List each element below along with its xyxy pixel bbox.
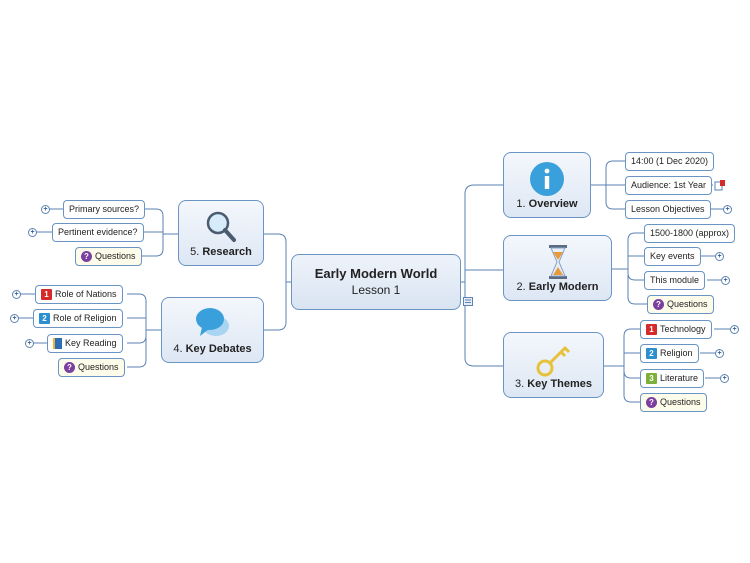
question-icon: ? [646, 397, 657, 408]
overview-item-audience-label: Audience: 1st Year [631, 180, 707, 190]
topic-early-modern-number: 2. [516, 281, 526, 293]
key-themes-item-religion-label: Religion [660, 348, 693, 358]
key-themes-item-questions-label: Questions [660, 397, 701, 407]
early-modern-item-dates-label: 1500-1800 (approx) [650, 228, 730, 238]
key-debates-item-nations-label: Role of Nations [55, 289, 117, 299]
key-debates-item-questions[interactable]: ? Questions [58, 358, 125, 377]
expand-toggle-technology[interactable] [730, 325, 739, 334]
early-modern-item-events-label: Key events [650, 251, 695, 261]
topic-overview-number: 1. [516, 198, 526, 210]
research-item-evidence[interactable]: Pertinent evidence? [52, 223, 144, 242]
priority-2-icon: 2 [39, 313, 50, 324]
research-item-primary-label: Primary sources? [69, 204, 140, 214]
central-topic-subtitle: Lesson 1 [351, 283, 401, 297]
speech-bubble-icon [195, 308, 229, 336]
research-item-questions-label: Questions [95, 251, 136, 261]
research-item-questions[interactable]: ? Questions [75, 247, 142, 266]
book-icon [53, 338, 62, 349]
question-icon: ? [653, 299, 664, 310]
expand-toggle-evidence[interactable] [28, 228, 37, 237]
topic-research[interactable]: 5. Research [178, 200, 264, 266]
early-modern-item-dates[interactable]: 1500-1800 (approx) [644, 224, 736, 243]
key-themes-item-technology-label: Technology [660, 324, 706, 334]
central-topic[interactable]: Early Modern World Lesson 1 [291, 254, 461, 310]
expand-toggle-reading[interactable] [25, 339, 34, 348]
expand-toggle-religion[interactable] [715, 349, 724, 358]
early-modern-item-module-label: This module [650, 275, 700, 285]
key-debates-item-religion-label: Role of Religion [53, 313, 117, 323]
overview-item-objectives-label: Lesson Objectives [631, 204, 705, 214]
topic-overview-label: Overview [528, 198, 578, 210]
topic-key-debates-label: Key Debates [185, 343, 252, 355]
priority-2-icon: 2 [646, 348, 657, 359]
topic-early-modern-label: Early Modern [528, 281, 599, 293]
info-icon [530, 162, 564, 196]
early-modern-item-questions-label: Questions [667, 299, 708, 309]
priority-1-icon: 1 [41, 289, 52, 300]
priority-3-icon: 3 [646, 373, 657, 384]
key-debates-item-nations[interactable]: 1 Role of Nations [35, 285, 123, 304]
question-icon: ? [81, 251, 92, 262]
hourglass-icon [548, 245, 567, 279]
key-themes-item-literature[interactable]: 3 Literature [640, 369, 705, 388]
key-themes-item-literature-label: Literature [660, 373, 699, 383]
key-debates-item-questions-label: Questions [78, 362, 119, 372]
question-icon: ? [64, 362, 75, 373]
priority-1-icon: 1 [646, 324, 657, 335]
expand-toggle-nations[interactable] [12, 290, 21, 299]
key-themes-item-questions[interactable]: ? Questions [640, 393, 707, 412]
key-themes-item-religion[interactable]: 2 Religion [640, 344, 699, 363]
key-debates-item-reading-label: Key Reading [65, 338, 117, 348]
topic-overview[interactable]: 1. Overview [503, 152, 591, 218]
key-themes-item-technology[interactable]: 1 Technology [640, 320, 712, 339]
expand-toggle-events[interactable] [715, 252, 724, 261]
key-icon [536, 345, 570, 377]
overview-item-audience[interactable]: Audience: 1st Year [625, 176, 713, 195]
early-modern-item-events[interactable]: Key events [644, 247, 701, 266]
topic-key-themes-label: Key Themes [527, 378, 593, 390]
expand-toggle-objectives[interactable] [723, 205, 732, 214]
topic-research-number: 5. [190, 246, 200, 258]
central-topic-title: Early Modern World [314, 266, 438, 281]
expand-toggle-primary[interactable] [41, 205, 50, 214]
research-item-primary[interactable]: Primary sources? [63, 200, 146, 219]
notes-icon[interactable] [463, 297, 473, 306]
early-modern-item-module[interactable]: This module [644, 271, 706, 290]
key-debates-item-religion[interactable]: 2 Role of Religion [33, 309, 123, 328]
expand-toggle-literature[interactable] [720, 374, 729, 383]
attachment-icon[interactable] [714, 180, 726, 191]
magnifier-icon [206, 211, 236, 242]
expand-toggle-module[interactable] [721, 276, 730, 285]
topic-key-debates[interactable]: 4. Key Debates [161, 297, 264, 363]
research-item-evidence-label: Pertinent evidence? [58, 227, 138, 237]
topic-key-themes-number: 3. [514, 378, 525, 390]
key-debates-item-reading[interactable]: Key Reading [47, 334, 123, 353]
overview-item-objectives[interactable]: Lesson Objectives [625, 200, 711, 219]
early-modern-item-questions[interactable]: ? Questions [647, 295, 714, 314]
overview-item-time-label: 14:00 (1 Dec 2020) [631, 156, 709, 166]
topic-key-debates-number: 4. [173, 343, 183, 355]
topic-key-themes[interactable]: 3. Key Themes [503, 332, 604, 398]
expand-toggle-religion-debate[interactable] [10, 314, 19, 323]
topic-research-label: Research [202, 246, 252, 258]
topic-early-modern[interactable]: 2. Early Modern [503, 235, 612, 301]
overview-item-time[interactable]: 14:00 (1 Dec 2020) [625, 152, 715, 171]
